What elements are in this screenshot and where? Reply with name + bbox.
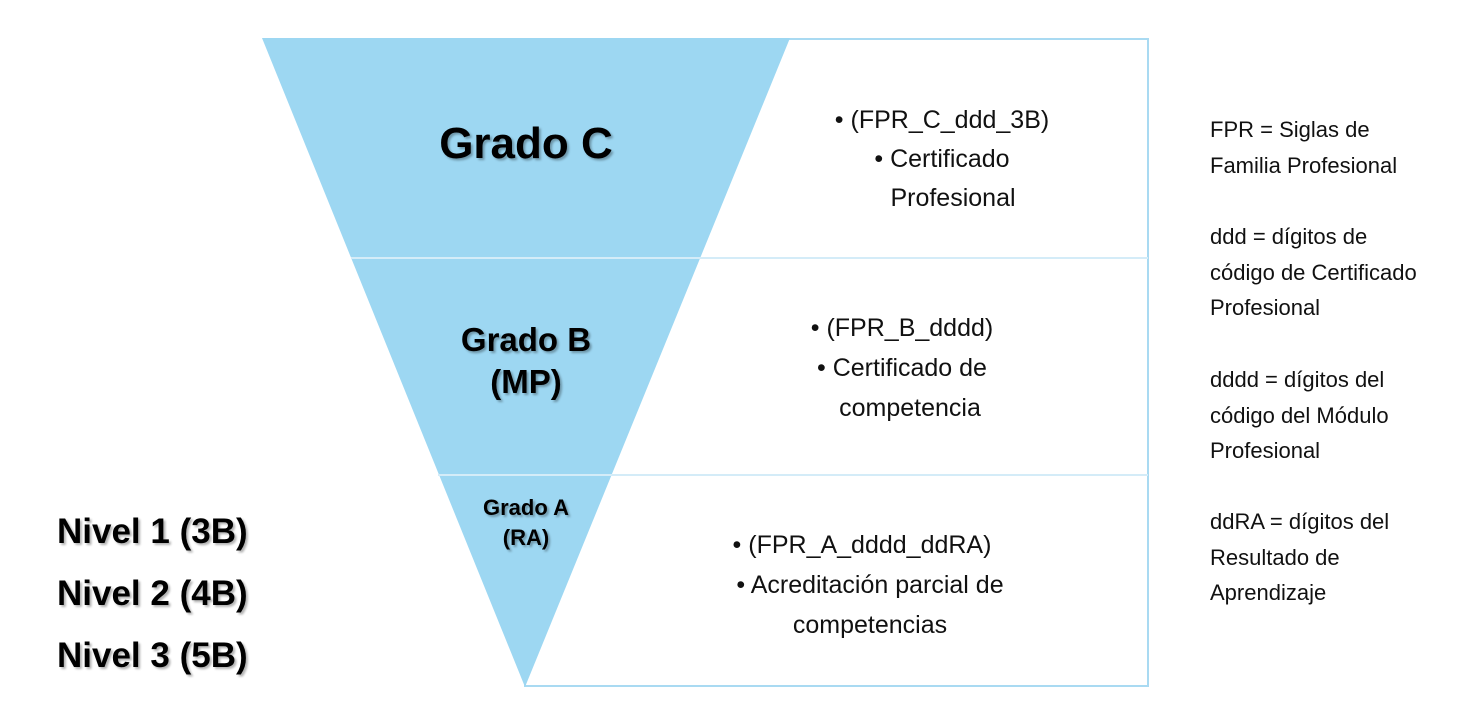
legend-line: dddd = dígitos del xyxy=(1210,367,1385,392)
legend-line: ddd = dígitos de xyxy=(1210,224,1368,249)
grade-b-subtitle: (MP) xyxy=(490,363,561,400)
legend-ddra: ddRA = dígitos del Resultado de Aprendiz… xyxy=(1210,504,1470,611)
grade-c-desc-2: Profesional xyxy=(890,184,1015,212)
grade-b-desc: • Certificado de xyxy=(817,354,987,382)
grade-a-title: Grado A xyxy=(483,495,569,520)
grade-a-subtitle: (RA) xyxy=(503,525,549,550)
funnel-triangle xyxy=(262,38,790,687)
legend-line: código del Módulo xyxy=(1210,402,1389,428)
legend-fpr: FPR = Siglas de Familia Profesional xyxy=(1210,112,1470,183)
grade-a-desc-2: competencias xyxy=(793,611,947,639)
grade-a-desc: • Acreditación parcial de xyxy=(736,571,1003,599)
grade-c-code: • (FPR_C_ddd_3B) xyxy=(835,106,1049,134)
legend-line: Familia Profesional xyxy=(1210,152,1398,178)
grade-b-code: • (FPR_B_dddd) xyxy=(811,314,993,342)
legend-line: FPR = Siglas de xyxy=(1210,117,1370,142)
legend-line: Profesional xyxy=(1210,438,1321,463)
level-3-label: Nivel 3 (5B) xyxy=(57,636,248,675)
grade-a-code: • (FPR_A_dddd_ddRA) xyxy=(733,531,992,559)
grade-b-desc-2: competencia xyxy=(839,394,981,422)
legend-dddd: dddd = dígitos del código del Módulo Pro… xyxy=(1210,362,1470,469)
grade-b-title: Grado B xyxy=(461,321,591,358)
legend-line: Profesional xyxy=(1210,295,1321,320)
level-2-label: Nivel 2 (4B) xyxy=(57,574,248,613)
level-1-label: Nivel 1 (3B) xyxy=(57,512,248,551)
legend-ddd: ddd = dígitos de código de Certificado P… xyxy=(1210,219,1470,326)
legend-line: Aprendizaje xyxy=(1210,580,1327,605)
legend-line: código de Certificado xyxy=(1210,259,1417,285)
grade-c-desc: • Certificado xyxy=(874,145,1009,173)
legend-line: ddRA = dígitos del xyxy=(1210,509,1390,534)
legend-line: Resultado de xyxy=(1210,544,1340,570)
grade-c-title: Grado C xyxy=(439,119,613,168)
